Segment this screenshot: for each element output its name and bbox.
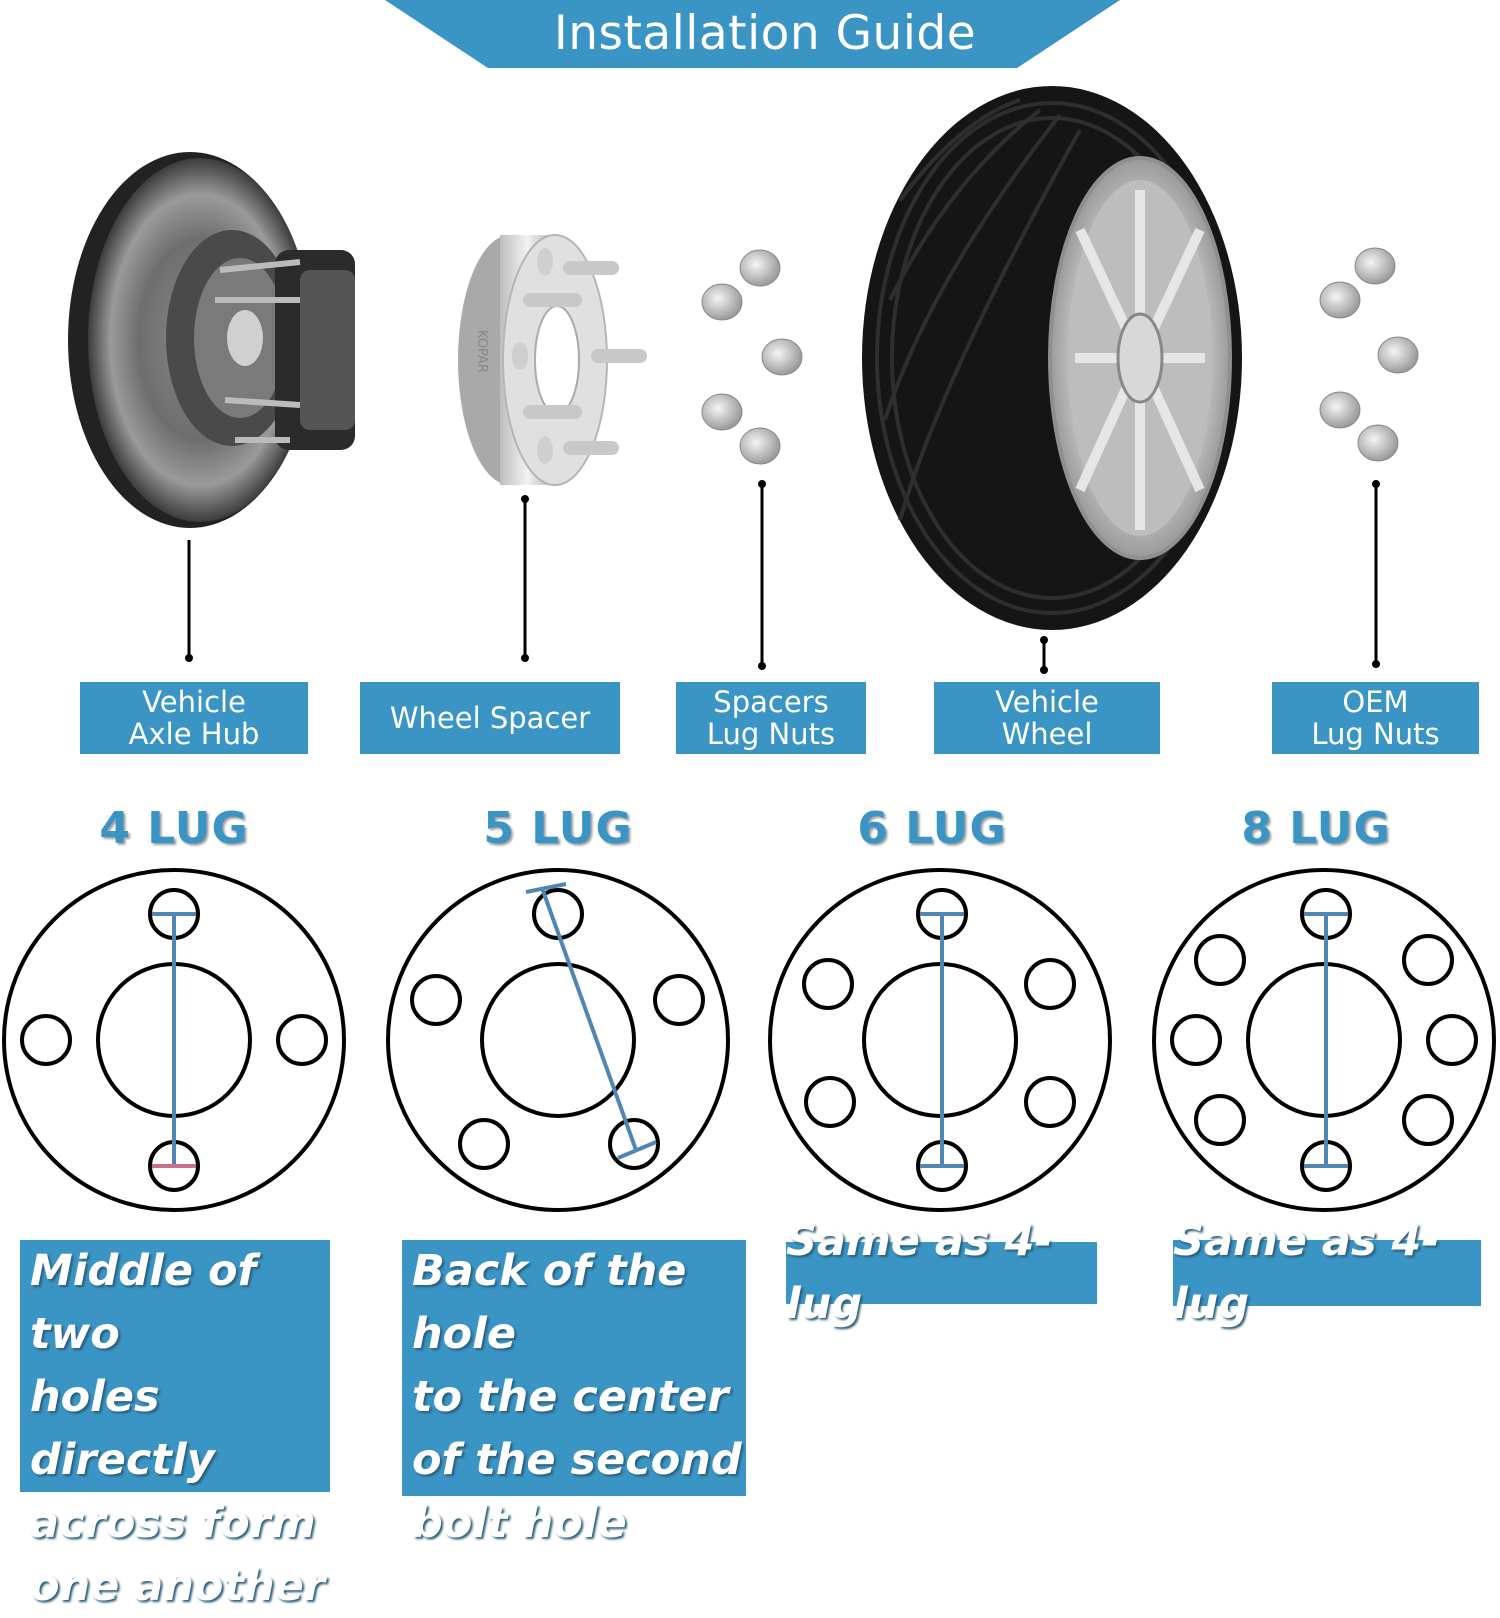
- page-title: Installation Guide: [553, 6, 977, 61]
- label-wheel-spacer: Wheel Spacer: [360, 682, 620, 754]
- lug-title-6: 6 LUG: [857, 803, 1007, 854]
- label-vehicle-axle-hub: Vehicle Axle Hub: [80, 682, 308, 754]
- label-oem-lug-nuts: OEM Lug Nuts: [1272, 682, 1479, 754]
- vehicle-wheel-image: [862, 86, 1242, 630]
- components-illustration: KOPAR: [68, 86, 1419, 674]
- lug-title-5: 5 LUG: [483, 803, 633, 854]
- note-4-lug: Middle of two holes directly across form…: [20, 1240, 330, 1611]
- lug-pattern-diagrams: [2, 868, 1496, 1212]
- spacer-engraving: KOPAR: [474, 330, 489, 373]
- lug-diagram-5: [386, 868, 730, 1212]
- spacer-lug-nuts-image: [701, 249, 803, 465]
- wheel-spacer-image: KOPAR: [458, 234, 647, 486]
- note-5-lug: Back of the hole to the center of the se…: [402, 1240, 746, 1548]
- note-6-lug: Same as 4-lug: [786, 1216, 1097, 1329]
- note-8-lug: Same as 4-lug: [1173, 1216, 1481, 1329]
- axle-hub-image: [68, 152, 355, 528]
- lug-title-8: 8 LUG: [1241, 803, 1391, 854]
- label-spacers-lug-nuts: Spacers Lug Nuts: [676, 682, 866, 754]
- label-vehicle-wheel: Vehicle Wheel: [934, 682, 1160, 754]
- lug-title-4: 4 LUG: [99, 803, 249, 854]
- header-banner: [385, 0, 1120, 68]
- oem-lug-nuts-image: [1319, 247, 1419, 462]
